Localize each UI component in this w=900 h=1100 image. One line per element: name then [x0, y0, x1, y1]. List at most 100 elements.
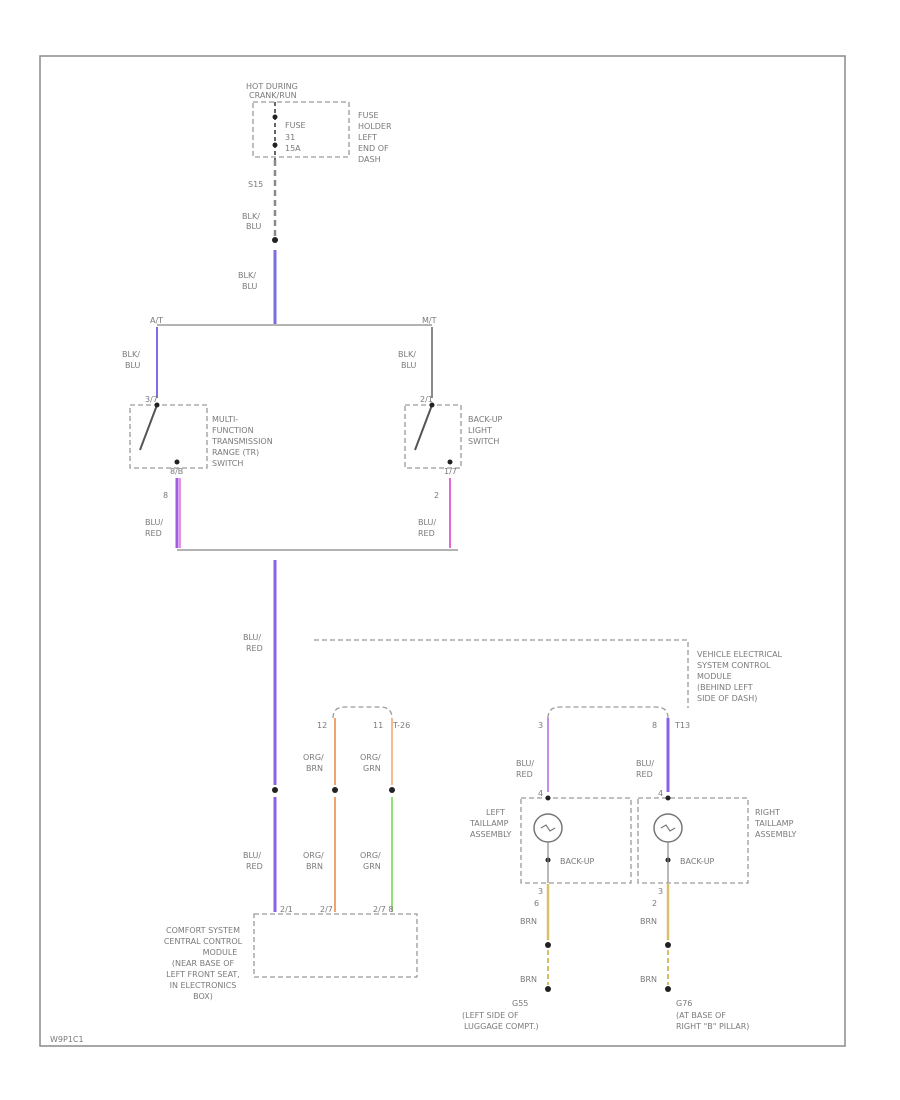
wire-label-blk-blu-4b: BLU — [401, 361, 417, 370]
fuse-node-bottom — [272, 142, 278, 148]
diagram-frame — [39, 55, 846, 1047]
wire-label-blk-blu-3a: BLK/ — [122, 350, 140, 359]
ground-2-label-1: (AT BASE OF — [676, 1011, 726, 1020]
mf-label-5: SWITCH — [212, 459, 243, 468]
left-pin-out: 6 — [534, 899, 539, 908]
footer-diagram-id: W9P1C1 — [50, 1035, 84, 1044]
mf-pin-out: 8 — [163, 491, 168, 500]
right-lamp-label-2: TAILLAMP — [754, 819, 794, 828]
splice-node-1 — [272, 237, 278, 243]
vescm-label-1: VEHICLE ELECTRICAL — [697, 650, 783, 659]
ccm-pin-1: 2/1 — [280, 905, 293, 914]
wire-label-blk-blu-2a: BLK/ — [238, 271, 256, 280]
fuse-holder-1: FUSE — [358, 111, 379, 120]
mf-switch-contact-top — [154, 402, 160, 408]
left-lamp-label-2: TAILLAMP — [469, 819, 509, 828]
a-t-pin: A/T — [150, 316, 163, 325]
ground-1-id: G55 — [512, 999, 528, 1008]
right-pin-top: 4 — [658, 789, 663, 798]
backup-switch-contact-bottom — [447, 459, 453, 465]
ccm-label-7: BOX) — [193, 992, 213, 1001]
vescm-label-4: (BEHIND LEFT — [697, 683, 753, 692]
fuse-pin: S15 — [248, 180, 263, 189]
right-backup-label: BACK-UP — [680, 857, 715, 866]
fuse-label-2: 31 — [285, 133, 295, 142]
ccm-label-5: LEFT FRONT SEAT, — [166, 970, 240, 979]
wire-label-brn-4: BRN — [640, 975, 657, 984]
backup-label-2: LIGHT — [468, 426, 492, 435]
left-pin-bottom: 3 — [538, 887, 543, 896]
right-pin-out: 2 — [652, 899, 657, 908]
fuse-holder-2: HOLDER — [358, 122, 392, 131]
ccm-pin-2: 2/7 — [320, 905, 333, 914]
wire-label-blk-blu-3b: BLU — [125, 361, 141, 370]
vescm-outline — [314, 639, 689, 708]
mf-switch-contact-bottom — [174, 459, 180, 465]
wire-label-blk-blu-4a: BLK/ — [398, 350, 416, 359]
right-lamp-label-1: RIGHT — [755, 808, 780, 817]
ground-1-label-1: (LEFT SIDE OF — [462, 1011, 519, 1020]
fuse-box — [252, 101, 350, 158]
vescm-label-5: SIDE OF DASH) — [697, 694, 757, 703]
wire-label-blu-red-6a: BLU/ — [636, 759, 654, 768]
wire-label-org-brn-1b: BRN — [306, 764, 323, 773]
connector-node-org-brn — [332, 787, 338, 793]
ccm-box — [253, 913, 418, 978]
right-ground-terminal — [665, 986, 671, 992]
wire-label-org-grn-1a: ORG/ — [360, 753, 381, 762]
ground-1-label-2: LUGGAGE COMPT.) — [464, 1022, 539, 1031]
wire-label-org-grn-2a: ORG/ — [360, 851, 381, 860]
ccm-label-1: COMFORT SYSTEM — [166, 926, 240, 935]
wire-label-blu-red-1b: RED — [145, 529, 162, 538]
wire-label-org-brn-2a: ORG/ — [303, 851, 324, 860]
mf-label-3: TRANSMISSION — [211, 437, 273, 446]
wire-label-blk-blu-1a: BLK/ — [242, 212, 260, 221]
vescm-label-2: SYSTEM CONTROL — [697, 661, 771, 670]
right-lamp-top-node — [665, 795, 671, 801]
fuse-node-top — [272, 114, 278, 120]
vescm-pin-a: 3 — [538, 721, 543, 730]
wire-label-blu-red-1a: BLU/ — [145, 518, 163, 527]
backup-pin-top: 2/1 — [420, 395, 433, 404]
hot-label-2: CRANK/RUN — [249, 91, 297, 100]
mf-label-4: RANGE (TR) — [212, 448, 259, 457]
left-lamp-label-3: ASSEMBLY — [470, 830, 511, 839]
backup-switch-box — [404, 404, 462, 469]
ccm-label-2: CENTRAL CONTROL — [164, 937, 243, 946]
fuse-holder-5: DASH — [358, 155, 381, 164]
right-taillamp-box — [637, 797, 749, 884]
mf-switch-lever — [139, 404, 158, 451]
left-backup-label: BACK-UP — [560, 857, 595, 866]
wire-label-blu-red-2b: RED — [418, 529, 435, 538]
ccm-label-6: IN ELECTRONICS — [170, 981, 237, 990]
right-bulb-filament — [660, 824, 676, 832]
ground-2-label-2: RIGHT "B" PILLAR) — [676, 1022, 749, 1031]
ccm-label-4: (NEAR BASE OF — [172, 959, 235, 968]
ccm-conn-id: T-26 — [392, 721, 410, 730]
m-t-pin: M/T — [422, 316, 437, 325]
fuse-label-1: FUSE — [285, 121, 306, 130]
backup-pin-bottom: 1/7 — [444, 467, 457, 476]
vescm-label-3: MODULE — [697, 672, 732, 681]
mf-pin-top: 3/7 — [145, 395, 158, 404]
wire-label-blu-red-5b: RED — [516, 770, 533, 779]
wire-label-blu-red-2a: BLU/ — [418, 518, 436, 527]
mf-pin-bottom: 8/B — [170, 467, 183, 476]
wire-label-blk-blu-2b: BLU — [242, 282, 258, 291]
wire-label-org-brn-1a: ORG/ — [303, 753, 324, 762]
backup-pin-out: 2 — [434, 491, 439, 500]
wire-label-blu-red-6b: RED — [636, 770, 653, 779]
wire-label-blu-red-4a: BLU/ — [243, 851, 261, 860]
wire-label-brn-3: BRN — [640, 917, 657, 926]
vescm-pin-b: 8 — [652, 721, 657, 730]
fuse-holder-3: LEFT — [358, 133, 377, 142]
ground-2-id: G76 — [676, 999, 692, 1008]
left-pin-top: 4 — [538, 789, 543, 798]
left-taillamp-box — [520, 797, 632, 884]
right-ground-node — [665, 942, 671, 948]
mf-switch-box — [129, 404, 208, 469]
ccm-connector-outline — [332, 706, 393, 719]
backup-label-1: BACK-UP — [468, 415, 503, 424]
left-bulb-filament — [540, 824, 556, 832]
